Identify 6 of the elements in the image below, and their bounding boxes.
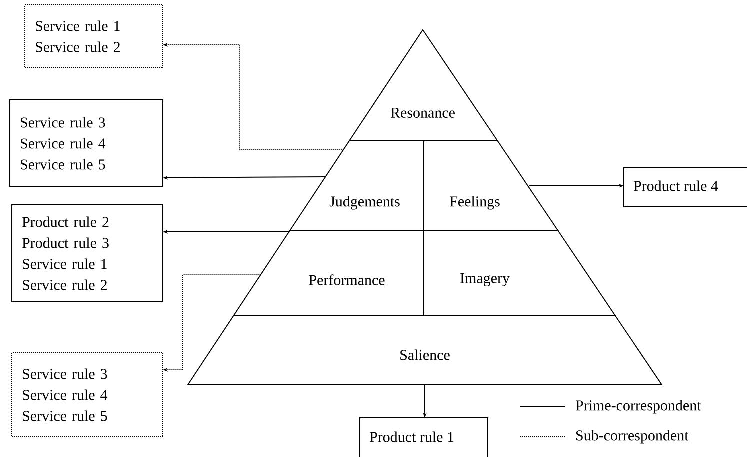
- pyramid-level: Imagery: [424, 230, 616, 316]
- rule-box: Product rule 4: [624, 168, 747, 208]
- legend-item: Sub-correspondent: [520, 430, 689, 444]
- pyramid-level: Feelings: [424, 140, 560, 232]
- rule-box: Product rule 1: [360, 417, 488, 457]
- legend-item: Prime-correspondent: [520, 400, 702, 414]
